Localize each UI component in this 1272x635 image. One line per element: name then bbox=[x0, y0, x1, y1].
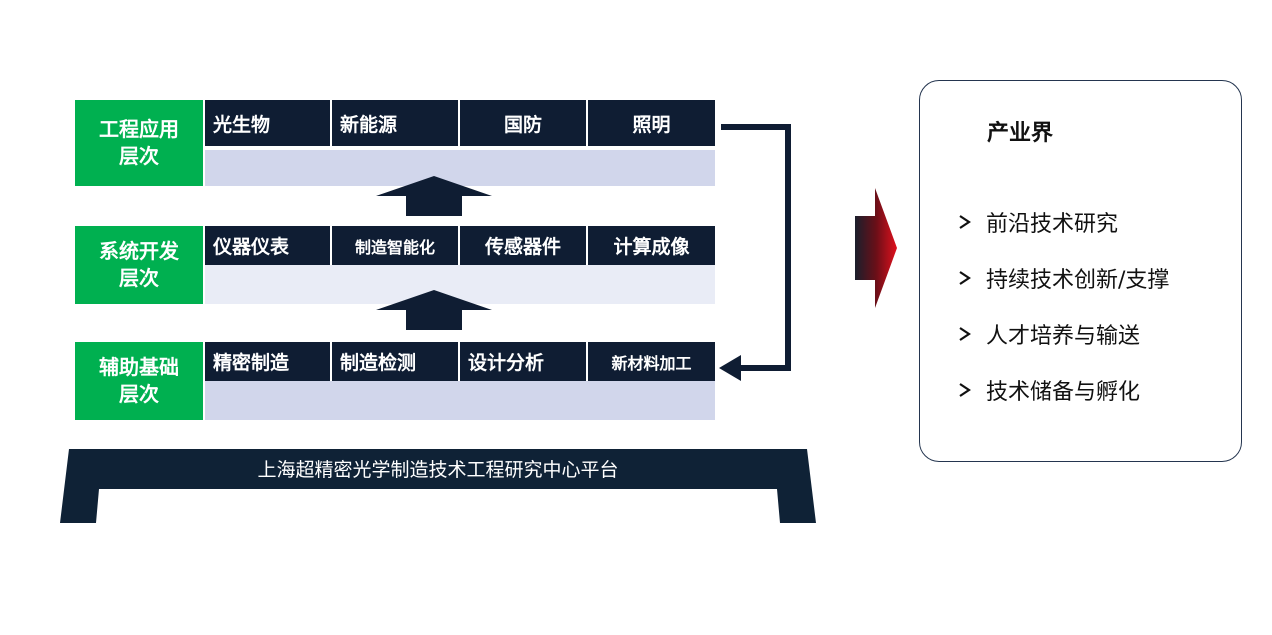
layer-cells-engineering: 光生物 新能源 国防 照明 bbox=[205, 100, 715, 146]
industry-item-label: 人才培养与输送 bbox=[986, 324, 1141, 349]
layer-label-line2: 层次 bbox=[119, 144, 159, 168]
chevron-right-icon bbox=[959, 327, 971, 341]
cell-sensors: 传感器件 bbox=[460, 226, 588, 265]
chevron-right-icon bbox=[959, 271, 971, 285]
layer-label-engineering: 工程应用 层次 bbox=[75, 100, 203, 186]
cell-new-materials: 新材料加工 bbox=[588, 342, 715, 381]
feedback-loop-arrow-icon bbox=[719, 124, 791, 381]
industry-panel-title: 产业界 bbox=[987, 121, 1054, 146]
cell-lighting: 照明 bbox=[588, 100, 715, 146]
right-arrow-icon bbox=[855, 188, 897, 308]
chevron-right-icon bbox=[959, 383, 971, 397]
layer-band-foundation bbox=[205, 381, 715, 420]
layer-label-line2: 层次 bbox=[119, 382, 159, 406]
industry-item: 前沿技术研究 bbox=[956, 206, 1118, 238]
platform-base: 上海超精密光学制造技术工程研究中心平台 bbox=[60, 449, 816, 523]
layer-label-line1: 工程应用 bbox=[99, 117, 179, 141]
cell-precision-manufacturing: 精密制造 bbox=[205, 342, 332, 381]
layer-label-line2: 层次 bbox=[119, 266, 159, 290]
layer-label-line1: 系统开发 bbox=[99, 239, 179, 263]
industry-item-label: 持续技术创新/支撑 bbox=[986, 268, 1170, 293]
layer-band-system bbox=[205, 265, 715, 304]
layer-label-system: 系统开发 层次 bbox=[75, 226, 203, 304]
platform-label: 上海超精密光学制造技术工程研究中心平台 bbox=[257, 459, 619, 481]
layer-cells-system: 仪器仪表 制造智能化 传感器件 计算成像 bbox=[205, 226, 715, 265]
cell-computational-imaging: 计算成像 bbox=[588, 226, 715, 265]
industry-item-label: 技术储备与孵化 bbox=[986, 380, 1141, 405]
industry-item: 技术储备与孵化 bbox=[956, 374, 1140, 406]
up-arrow-icon bbox=[376, 290, 492, 330]
layer-band-engineering bbox=[205, 150, 715, 186]
cell-new-energy: 新能源 bbox=[332, 100, 460, 146]
cell-manufacturing-inspection: 制造检测 bbox=[332, 342, 460, 381]
chevron-right-icon bbox=[959, 215, 971, 229]
industry-panel: 产业界 前沿技术研究 持续技术创新/支撑 人才培养与输送 技术储备与孵化 bbox=[919, 80, 1242, 462]
layer-cells-foundation: 精密制造 制造检测 设计分析 新材料加工 bbox=[205, 342, 715, 381]
platform-shape bbox=[60, 449, 816, 523]
industry-item: 人才培养与输送 bbox=[956, 318, 1140, 350]
layer-label-line1: 辅助基础 bbox=[99, 355, 179, 379]
cell-instruments: 仪器仪表 bbox=[205, 226, 332, 265]
cell-defense: 国防 bbox=[460, 100, 588, 146]
industry-item: 持续技术创新/支撑 bbox=[956, 262, 1169, 294]
cell-design-analysis: 设计分析 bbox=[460, 342, 588, 381]
industry-item-label: 前沿技术研究 bbox=[986, 212, 1119, 237]
layer-label-foundation: 辅助基础 层次 bbox=[75, 342, 203, 420]
cell-bio-optics: 光生物 bbox=[205, 100, 332, 146]
cell-smart-manufacturing: 制造智能化 bbox=[332, 226, 460, 265]
up-arrow-icon bbox=[376, 176, 492, 216]
